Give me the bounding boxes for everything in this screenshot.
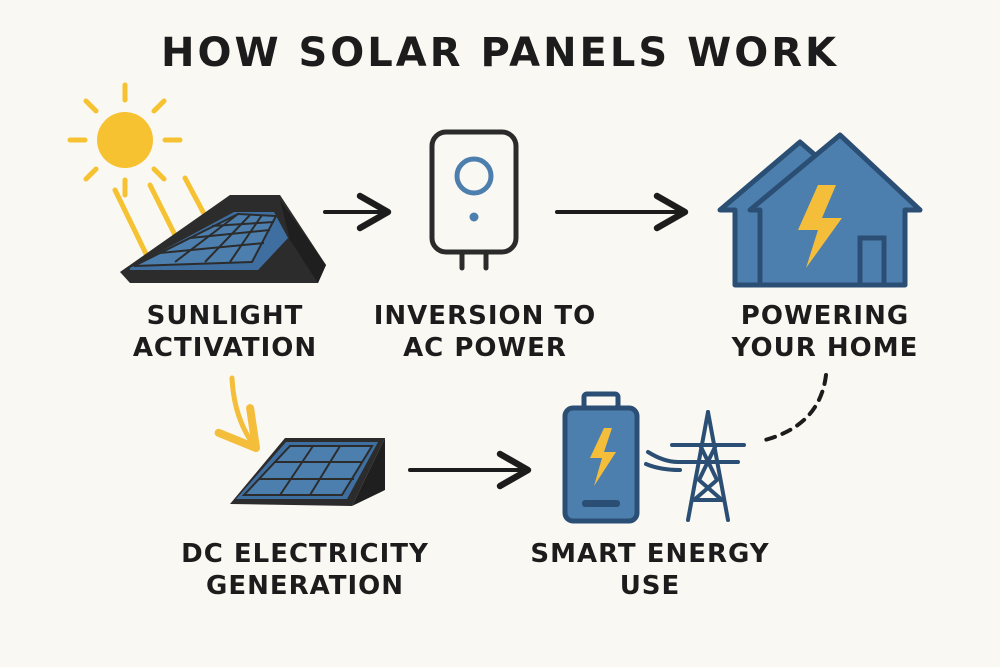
power-tower-icon — [644, 410, 746, 522]
inverter-icon — [429, 129, 519, 271]
diagram-title: HOW SOLAR PANELS WORK — [160, 30, 840, 76]
battery-icon — [562, 391, 640, 524]
sun-icon — [67, 82, 213, 265]
roof-panel-icon — [120, 195, 326, 283]
dotted-link-home-to-grid — [763, 373, 828, 442]
solar-panel-icon — [230, 438, 385, 506]
house-icon — [717, 132, 923, 288]
arrow-sunlight-to-dc — [214, 375, 260, 452]
